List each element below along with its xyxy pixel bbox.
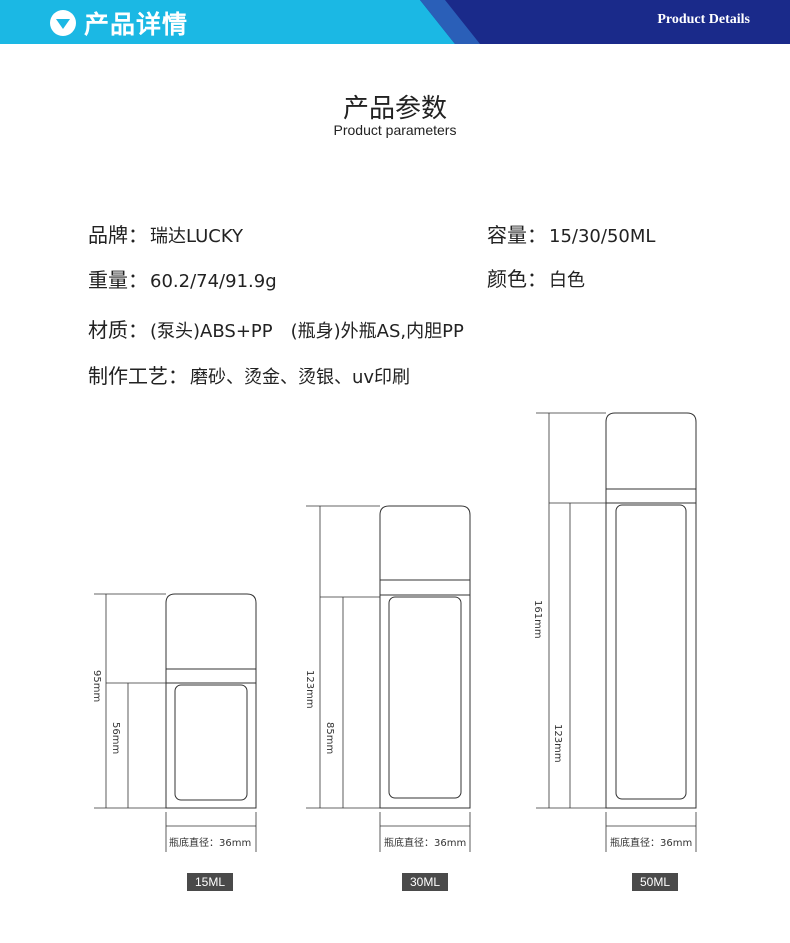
bottle-15ml-diameter: 瓶底直径：36mm <box>169 836 251 849</box>
bottle-30ml-tag: 30ML <box>402 873 448 891</box>
bottle-15ml-body-height: 56mm <box>110 722 121 754</box>
banner-background <box>0 0 790 44</box>
bottle-15ml-tag: 15ML <box>187 873 233 891</box>
param-color-value: 白色 <box>549 270 585 291</box>
param-craft-label: 制作工艺： <box>88 364 188 388</box>
param-craft: 制作工艺：磨砂、烫金、烫银、uv印刷 <box>88 360 410 389</box>
bottle-50ml-total-height: 161mm <box>532 600 543 639</box>
param-brand-value: 瑞达LUCKY <box>150 226 244 247</box>
bottle-30ml-body-height: 85mm <box>324 722 335 754</box>
param-capacity-value: 15/30/50ML <box>549 226 656 247</box>
param-weight: 重量：60.2/74/91.9g <box>88 264 277 293</box>
bottle-30ml-total-height: 123mm <box>304 670 315 709</box>
section-title: 产品参数 <box>342 94 447 124</box>
bottle-15ml-drawing <box>94 593 257 852</box>
param-color-label: 颜色： <box>487 267 547 291</box>
bottle-30ml-diameter: 瓶底直径：36mm <box>384 836 466 849</box>
banner-subtitle: Product Details <box>657 12 750 27</box>
chevron-down-circle-icon <box>49 9 77 37</box>
bottle-50ml-body-height: 123mm <box>552 724 563 763</box>
param-material-value: (泵头)ABS+PP (瓶身)外瓶AS,内胆PP <box>150 321 464 342</box>
param-capacity-label: 容量： <box>487 223 547 247</box>
param-brand-label: 品牌： <box>88 223 148 247</box>
param-material: 材质：(泵头)ABS+PP (瓶身)外瓶AS,内胆PP <box>88 314 464 343</box>
banner-title: 产品详情 <box>84 10 189 39</box>
bottle-diagrams: 95mm 56mm 瓶底直径：36mm 123mm 85mm 瓶底直径：36mm… <box>91 412 697 852</box>
param-material-label: 材质： <box>88 318 148 342</box>
param-color: 颜色：白色 <box>487 263 585 292</box>
param-brand: 品牌：瑞达LUCKY <box>88 219 243 248</box>
section-subtitle: Product parameters <box>333 122 457 138</box>
param-weight-label: 重量： <box>88 268 148 292</box>
bottle-50ml-tag: 50ML <box>632 873 678 891</box>
bottle-30ml-drawing <box>306 505 471 852</box>
bottle-50ml-diameter: 瓶底直径：36mm <box>610 836 692 849</box>
header-banner: 产品详情 Product Details <box>0 0 790 44</box>
param-capacity: 容量：15/30/50ML <box>487 219 655 248</box>
param-weight-value: 60.2/74/91.9g <box>150 271 277 292</box>
bottle-50ml-drawing <box>536 412 697 852</box>
bottle-15ml-total-height: 95mm <box>91 670 102 702</box>
param-craft-value: 磨砂、烫金、烫银、uv印刷 <box>190 367 411 388</box>
